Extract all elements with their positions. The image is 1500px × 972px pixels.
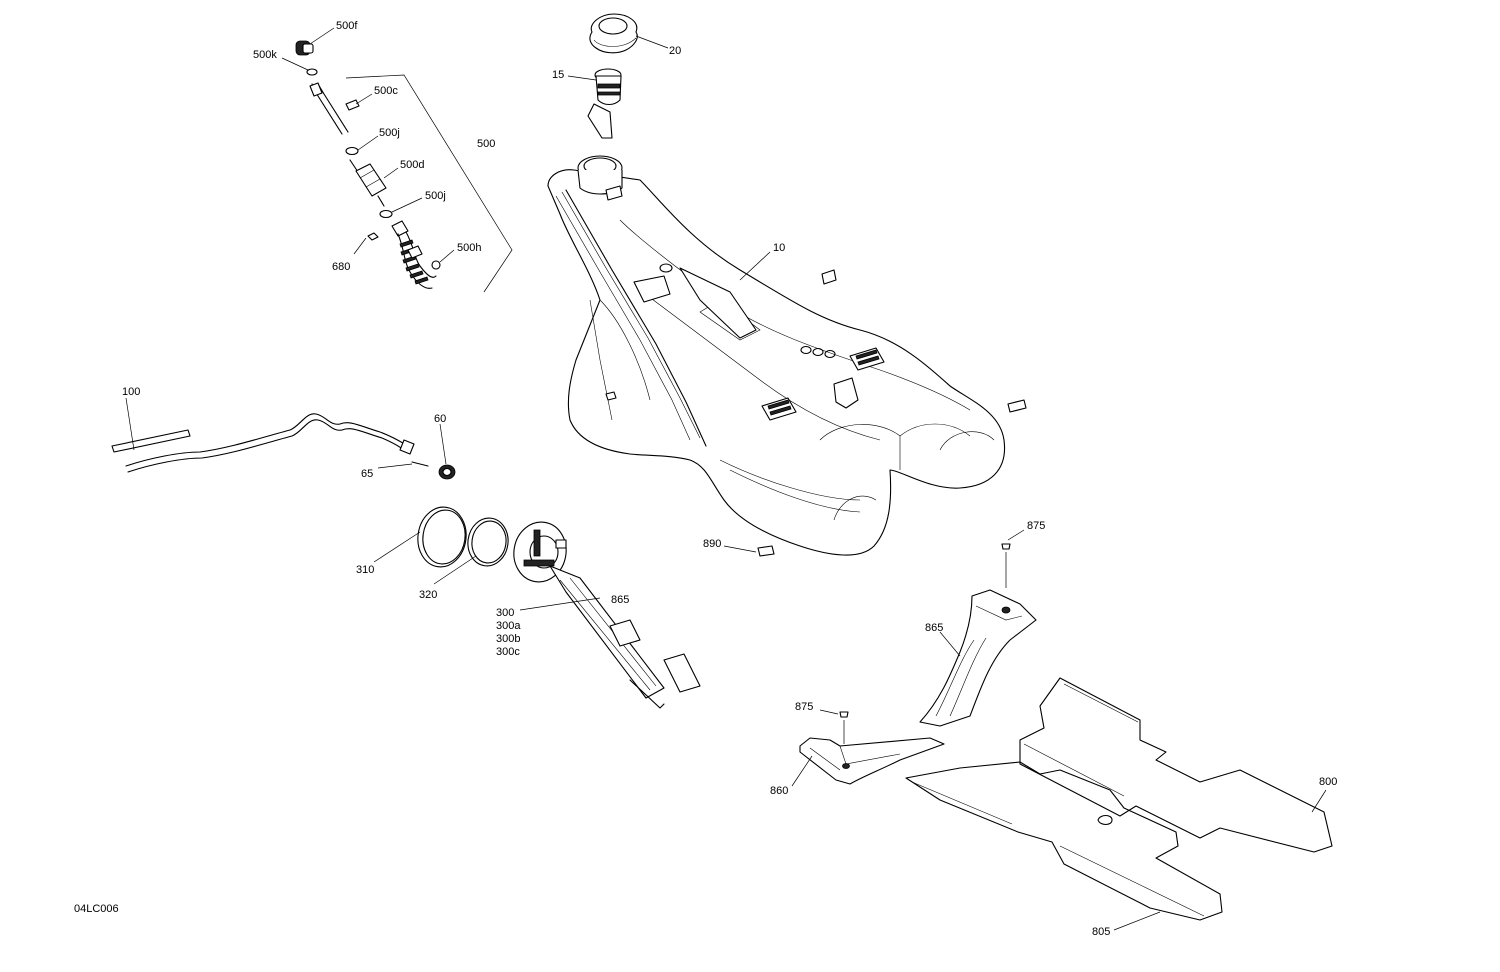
callout-805: 805 (1092, 926, 1110, 938)
leader-lines (125, 27, 1327, 931)
callout-60: 60 (434, 413, 446, 425)
callout-500h: 500h (457, 242, 481, 254)
corrugated-hose-500h (391, 220, 437, 289)
ring-320 (467, 517, 509, 567)
callout-20: 20 (669, 45, 681, 57)
callout-680: 680 (332, 261, 350, 273)
callout-100: 100 (122, 386, 140, 398)
callout-500k: 500k (253, 49, 277, 61)
clamp-500c (345, 99, 360, 111)
tank-port (833, 377, 859, 409)
callout-890: 890 (703, 538, 721, 550)
floor-panel-800 (1019, 677, 1333, 853)
fuel-filter-assembly (295, 40, 513, 293)
floor-panel-805 (905, 761, 1223, 921)
heat-shield-865 (919, 589, 1037, 727)
callout-300b: 300b (496, 633, 520, 645)
callout-310: 310 (356, 564, 374, 576)
callout-15: 15 (552, 69, 564, 81)
screw-875-lower (839, 711, 849, 718)
pad-890 (757, 545, 775, 557)
clamp-500j-upper (345, 146, 359, 156)
fuel-line-100 (111, 413, 415, 473)
fuel-pump-300 (513, 521, 701, 709)
fuel-cap-20 (589, 13, 638, 54)
callout-800: 800 (1319, 776, 1337, 788)
figure-id: 04LC006 (74, 903, 119, 915)
callout-labels: 500f 500k 500c 500j 500d 500j 500h 680 5… (122, 20, 1337, 938)
group-bracket-500 (345, 74, 513, 293)
fitting-60 (438, 464, 456, 480)
callout-860: 860 (770, 785, 788, 797)
callout-500: 500 (477, 138, 495, 150)
clamp-500j-lower (379, 209, 393, 219)
ring-310 (417, 506, 467, 568)
callout-865-pump: 865 (611, 594, 629, 606)
fitting-500f (295, 40, 314, 56)
filler-neck-15 (587, 68, 622, 139)
callout-300c: 300c (496, 646, 520, 658)
heat-shield-860 (799, 737, 945, 785)
callout-500j-upper: 500j (379, 127, 400, 139)
callout-10: 10 (773, 242, 785, 254)
clip-680 (367, 232, 379, 241)
fuel-tank-10 (547, 155, 1006, 556)
callout-875-upper: 875 (1027, 520, 1045, 532)
filter-500d (349, 159, 387, 207)
callout-320: 320 (419, 589, 437, 601)
pad-tank-top (821, 269, 837, 285)
pad-tank-right (1007, 399, 1027, 413)
callout-65: 65 (361, 468, 373, 480)
callout-500j-lower: 500j (425, 190, 446, 202)
callout-875-lower: 875 (795, 701, 813, 713)
tank-sensor-upper (849, 347, 885, 371)
ring-500h (431, 260, 441, 270)
callout-500c: 500c (374, 85, 398, 97)
callout-300: 300 (496, 607, 514, 619)
tank-sensor-lower (761, 397, 797, 421)
callout-500d: 500d (400, 159, 424, 171)
screw-875-upper (1001, 543, 1011, 550)
callout-865-shield: 865 (925, 622, 943, 634)
callout-500f: 500f (336, 20, 358, 32)
clamp-500k (306, 68, 318, 76)
callout-300a: 300a (496, 620, 521, 632)
hose-end (309, 82, 323, 97)
screw-65 (411, 461, 429, 467)
